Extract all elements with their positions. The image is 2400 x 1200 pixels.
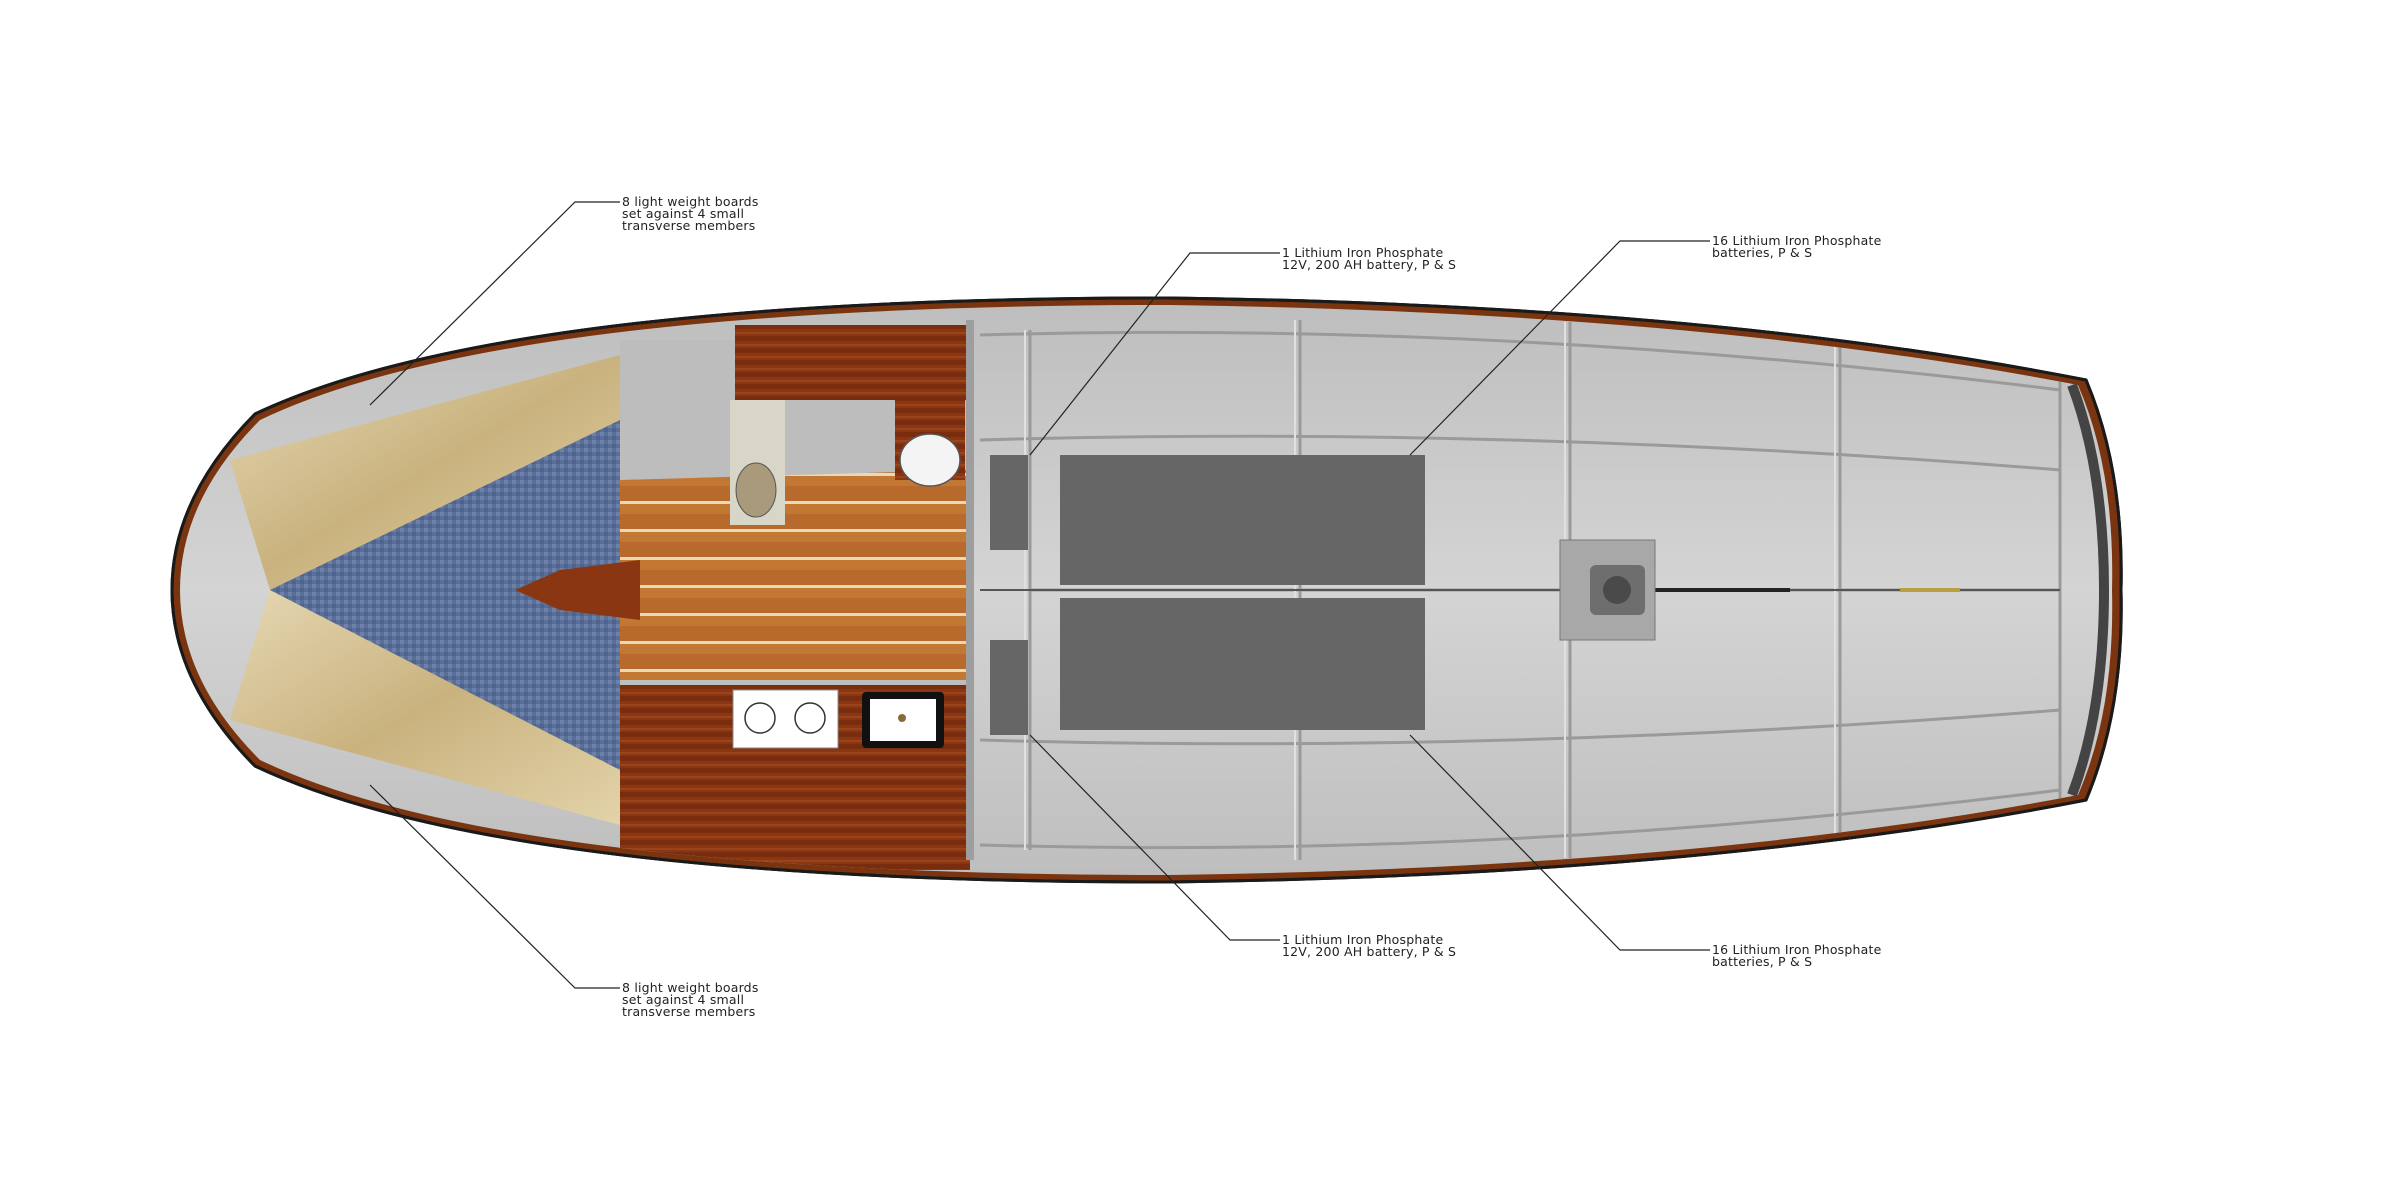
callout-top-mid: 1 Lithium Iron Phosphate 12V, 200 AH bat… [1282,245,1457,272]
callout-bottom-right: 16 Lithium Iron Phosphate batteries, P &… [1712,942,1882,969]
callout-top-right: 16 Lithium Iron Phosphate batteries, P &… [1712,233,1882,260]
leader-top-mid [1029,252,1280,456]
battery-small-bottom [990,640,1028,735]
battery-bank-bottom [1060,598,1425,730]
callout-bottom-left: 8 light weight boards set against 4 smal… [622,980,759,1019]
leader-top-right [1409,240,1710,456]
leader-top-left [369,201,620,406]
callout-top-left: 8 light weight boards set against 4 smal… [622,194,759,233]
leader-bottom-mid [1029,734,1280,941]
battery-bank-top [1060,455,1425,585]
battery-small-top [990,455,1028,550]
leader-bottom-left [369,784,620,989]
leader-bottom-right [1409,734,1710,951]
callout-bottom-mid: 1 Lithium Iron Phosphate 12V, 200 AH bat… [1282,932,1457,959]
